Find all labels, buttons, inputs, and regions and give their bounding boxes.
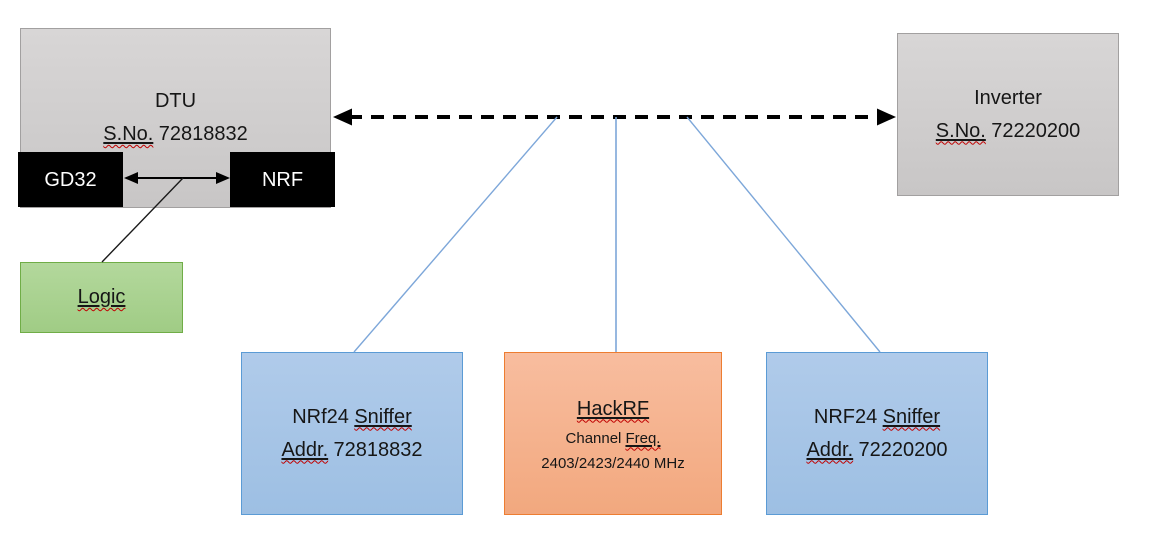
sniffer-right-connection-line xyxy=(686,116,881,353)
dtu-serial-number: 72818832 xyxy=(158,123,248,145)
rf-link-dashed-arrow xyxy=(333,108,896,126)
arrowhead-right-icon xyxy=(877,108,896,126)
hackrf-frequencies: 2403/2423/2440 MHz xyxy=(541,454,685,472)
dtu-serial-line: S.No. 72818832 xyxy=(103,118,247,151)
gd32-label: GD32 xyxy=(44,168,97,191)
sniffer-right-addr-line: Addr. 72220200 xyxy=(806,434,947,467)
logic-label: Logic xyxy=(77,286,126,308)
sniffer-left-addr-label: Addr. xyxy=(281,438,329,461)
sniffer-right-model: NRF24 xyxy=(813,405,878,428)
inverter-serial-number: 72220200 xyxy=(991,119,1081,142)
nrf-label: NRF xyxy=(261,168,304,191)
nrf24-sniffer-right-box: NRF24 Sniffer Addr. 72220200 xyxy=(766,352,988,515)
hackrf-title: HackRF xyxy=(576,397,650,420)
sniffer-left-connection-line xyxy=(353,116,558,353)
hackrf-box: HackRF Channel Freq. 2403/2423/2440 MHz xyxy=(504,352,722,515)
sniffer-left-title: NRf24 Sniffer xyxy=(292,401,412,434)
dtu-serial-label: S.No. xyxy=(103,123,154,145)
sniffer-right-addr-label: Addr. xyxy=(806,438,854,461)
dtu-title: DTU xyxy=(154,90,197,112)
hackrf-channel-word: Channel xyxy=(565,429,622,447)
sniffer-right-address: 72220200 xyxy=(858,438,948,461)
inverter-box: Inverter S.No. 72220200 xyxy=(897,33,1119,196)
sniffer-left-address: 72818832 xyxy=(333,438,423,461)
sniffer-left-device: Sniffer xyxy=(354,405,412,428)
inverter-serial-label: S.No. xyxy=(935,119,986,142)
sniffer-left-addr-line: Addr. 72818832 xyxy=(281,434,422,467)
hackrf-channel-line: Channel Freq. xyxy=(566,426,661,451)
gd32-chip: GD32 xyxy=(18,152,123,207)
inverter-title: Inverter xyxy=(974,86,1042,109)
sniffer-right-title: NRF24 Sniffer xyxy=(814,401,940,434)
sniffer-right-device: Sniffer xyxy=(882,405,941,428)
inverter-serial-line: S.No. 72220200 xyxy=(936,115,1080,148)
hackrf-freq-word: Freq. xyxy=(625,429,661,447)
nrf-chip: NRF xyxy=(230,152,335,207)
logic-box: Logic xyxy=(20,262,183,333)
sniffer-left-model: NRf24 xyxy=(292,405,349,428)
nrf24-sniffer-left-box: NRf24 Sniffer Addr. 72818832 xyxy=(241,352,463,515)
arrowhead-left-icon xyxy=(333,108,352,126)
